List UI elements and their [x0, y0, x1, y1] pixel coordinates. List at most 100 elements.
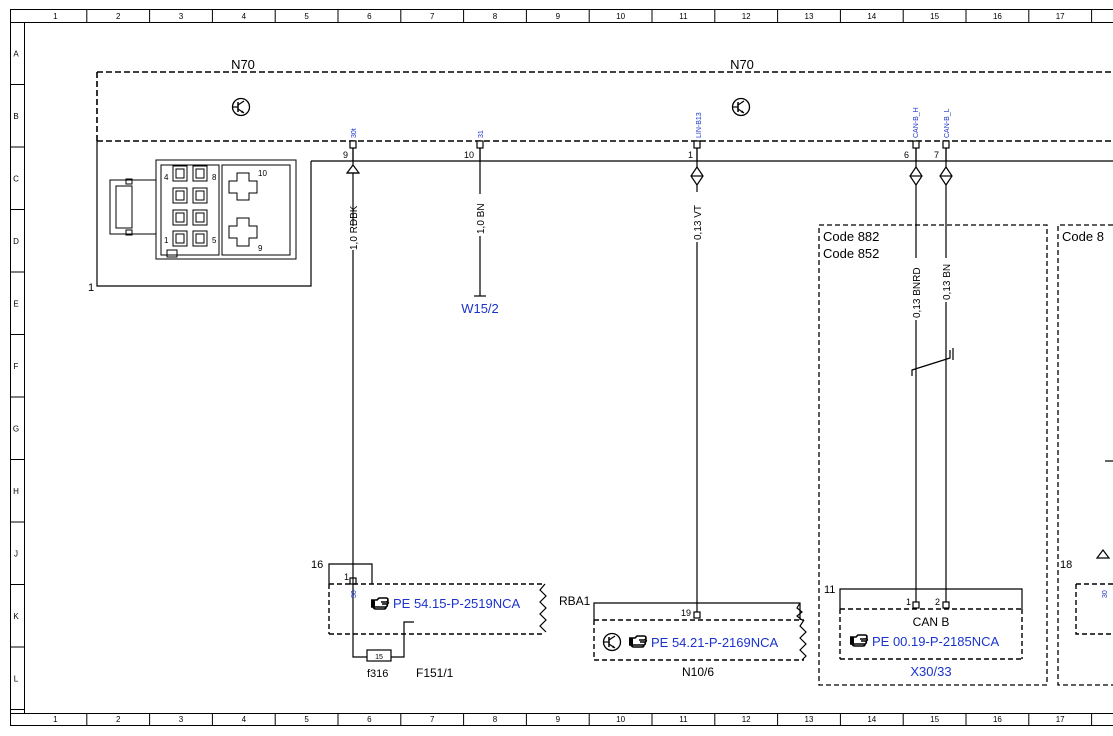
connector-pin-label: 10	[258, 169, 267, 178]
column-label: 16	[993, 715, 1002, 724]
column-label: 1	[53, 12, 58, 21]
column-label: 5	[304, 12, 309, 21]
pointing-hand-icon	[370, 597, 390, 610]
row-label: H	[13, 487, 19, 496]
column-label: 5	[304, 715, 309, 724]
n10-component-label: N10/6	[682, 665, 714, 679]
x30-pin: 2	[935, 597, 940, 607]
wire-symbols	[345, 164, 953, 187]
pin-number: 6	[904, 150, 909, 160]
n10-pin: 19	[681, 608, 691, 618]
column-label: 4	[242, 715, 247, 724]
n10-connector-label: RBA1	[559, 594, 591, 608]
column-label: 10	[616, 12, 625, 21]
row-label: B	[13, 112, 18, 121]
column-label: 13	[805, 12, 814, 21]
column-ticks: 1122334455667788991010111112121313141415…	[53, 9, 1093, 726]
column-label: 3	[179, 12, 184, 21]
column-label: 15	[930, 12, 939, 21]
pin-signal: 31	[478, 130, 485, 138]
wire-label: 0,13 VT	[693, 205, 704, 240]
pin-terminal	[693, 140, 701, 149]
x30-box-number: 11	[824, 584, 835, 596]
n10-component	[593, 602, 807, 661]
pin-terminal	[912, 140, 920, 149]
pin-number: 10	[464, 150, 474, 160]
transistor-icon	[602, 632, 622, 652]
row-label: F	[14, 362, 19, 371]
wire-label: 1,0 RDBK	[349, 205, 360, 250]
pin-signal: CAN-B_H	[913, 107, 920, 138]
pin-signal: CAN-B_L	[944, 108, 951, 138]
transistor-icon	[731, 97, 751, 117]
row-label: C	[13, 174, 19, 183]
right-edge-component	[1075, 460, 1113, 635]
module-label-left: N70	[231, 57, 255, 72]
connector-id: 1	[88, 282, 94, 294]
f151-pin-signal: 30	[351, 590, 358, 598]
column-label: 14	[867, 12, 876, 21]
pin-terminal	[912, 601, 920, 609]
n10-reference-link[interactable]: PE 54.21-P-2169NCA	[651, 635, 779, 650]
right-edge-pin-signal: 30	[1102, 590, 1109, 598]
column-label: 6	[367, 715, 372, 724]
row-label: D	[13, 237, 19, 246]
pin-terminal	[476, 140, 484, 149]
connector-pin-label: 4	[164, 173, 169, 182]
column-label: 8	[493, 715, 498, 724]
row-label: A	[13, 49, 19, 58]
pin-terminals	[349, 140, 950, 619]
code-boxes	[818, 224, 1113, 686]
ground-label[interactable]: W15/2	[461, 301, 499, 316]
wire-label: 0,13 BN	[942, 264, 953, 300]
column-label: 1	[53, 715, 58, 724]
row-label: G	[13, 424, 19, 433]
column-label: 9	[556, 12, 561, 21]
wires	[352, 148, 954, 636]
f151-component-label: F151/1	[416, 666, 454, 680]
pin-terminal	[942, 140, 950, 149]
x30-reference-link[interactable]: PE 00.19-P-2185NCA	[872, 634, 1000, 649]
pin-signal: 30t	[351, 128, 358, 138]
transistor-icon	[231, 97, 251, 117]
pin-terminal	[349, 140, 357, 149]
module-label-center: N70	[730, 57, 754, 72]
f151-reference-link[interactable]: PE 54.15-P-2519NCA	[393, 596, 521, 611]
code-label: Code 882	[823, 229, 879, 244]
x30-component-label[interactable]: X30/33	[910, 664, 951, 679]
wire-label: 0,13 BNRD	[912, 267, 923, 318]
code-label: Code 8	[1062, 229, 1104, 244]
column-label: 12	[742, 12, 751, 21]
column-label: 17	[1056, 715, 1065, 724]
fuse-number: 15	[375, 654, 383, 661]
column-label: 13	[805, 715, 814, 724]
code-label: Code 852	[823, 246, 879, 261]
column-label: 3	[179, 715, 184, 724]
column-label: 2	[116, 715, 121, 724]
x30-bus-label: CAN B	[913, 615, 950, 629]
x30-component	[839, 588, 1023, 660]
pin-terminal	[693, 611, 701, 619]
pin-number: 9	[343, 150, 348, 160]
connector-pin-label: 5	[212, 236, 217, 245]
column-label: 7	[430, 12, 435, 21]
column-label: 16	[993, 12, 1002, 21]
row-label: K	[13, 612, 19, 621]
row-label: E	[13, 299, 18, 308]
connector-pin-label: 9	[258, 244, 263, 253]
column-label: 14	[867, 715, 876, 724]
row-label: J	[14, 549, 18, 558]
connector-pin-label: 1	[164, 236, 169, 245]
drawing-frame	[10, 9, 1113, 726]
pin-number: 1	[688, 150, 693, 160]
connector-drawing	[109, 159, 297, 260]
column-label: 15	[930, 715, 939, 724]
right-edge-box-number: 18	[1060, 559, 1072, 571]
pin-terminal	[942, 601, 950, 609]
column-label: 2	[116, 12, 121, 21]
column-label: 9	[556, 715, 561, 724]
fuse-label: f316	[367, 668, 388, 680]
module-interior	[96, 141, 1113, 287]
pointing-hand-icon	[849, 634, 869, 647]
